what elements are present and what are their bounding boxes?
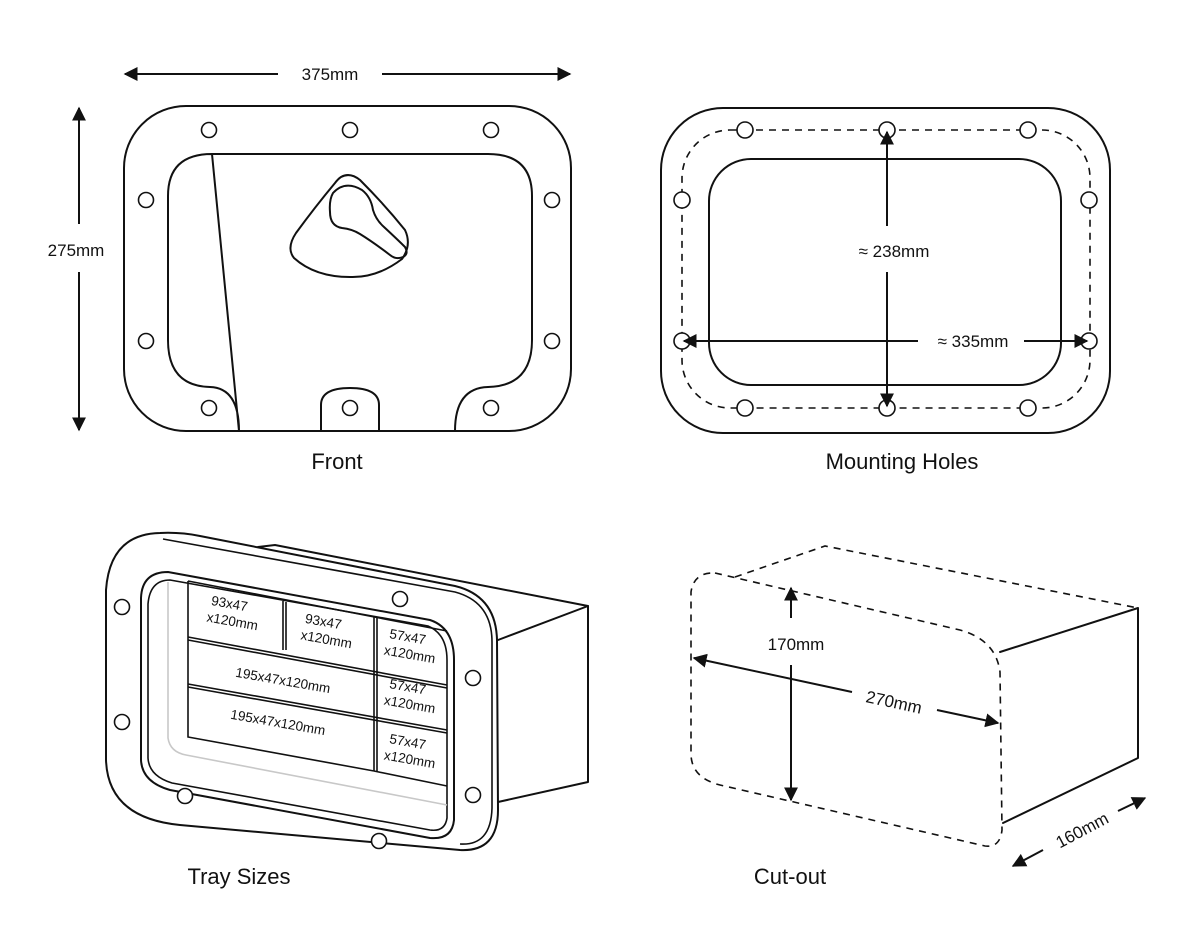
svg-text:x120mm: x120mm bbox=[383, 748, 437, 772]
tray-holes bbox=[113, 590, 482, 850]
tray-compartment-1: 93x47 x120mm bbox=[300, 611, 354, 651]
cutout-depth-arrow-left bbox=[1011, 849, 1044, 867]
cutout-width-arrow-left bbox=[692, 653, 853, 693]
tray-outer-flange bbox=[105, 531, 499, 852]
svg-text:x120mm: x120mm bbox=[383, 693, 437, 717]
front-width-label: 375mm bbox=[302, 65, 359, 84]
latch-handle-icon bbox=[289, 174, 409, 279]
tray-inner-recess bbox=[140, 571, 455, 840]
mounting-holes-view: ≈ 238mm ≈ 335mm Mounting Holes bbox=[660, 107, 1111, 474]
svg-text:x120mm: x120mm bbox=[383, 643, 437, 667]
svg-text:195x47x120mm: 195x47x120mm bbox=[229, 707, 326, 738]
front-height-label: 275mm bbox=[48, 241, 105, 260]
svg-text:57x47: 57x47 bbox=[388, 676, 427, 697]
cut-out-caption: Cut-out bbox=[754, 864, 826, 889]
svg-text:x120mm: x120mm bbox=[300, 627, 354, 651]
tray-shadow-line bbox=[167, 582, 448, 806]
tray-compartment-0: 93x47 x120mm bbox=[206, 593, 260, 634]
cut-out-view: 170mm 270mm 160mm Cut-out bbox=[690, 545, 1147, 889]
tray-compartment-grid bbox=[187, 580, 448, 787]
svg-text:57x47: 57x47 bbox=[388, 626, 427, 647]
cutout-height-label: 170mm bbox=[768, 635, 825, 654]
front-inner-recess bbox=[167, 153, 533, 432]
horizontal-spacing-label: ≈ 335mm bbox=[938, 332, 1009, 351]
svg-text:93x47: 93x47 bbox=[304, 611, 343, 632]
svg-text:x120mm: x120mm bbox=[206, 610, 260, 634]
tray-box-edge bbox=[497, 605, 589, 641]
mounting-holes-caption: Mounting Holes bbox=[826, 449, 979, 474]
cutout-side-face bbox=[999, 607, 1139, 824]
tray-compartment-6: 57x47 x120mm bbox=[383, 731, 437, 772]
tray-sizes-caption: Tray Sizes bbox=[187, 864, 290, 889]
front-holes bbox=[137, 121, 561, 417]
cutout-depth-label: 160mm bbox=[1053, 809, 1112, 852]
mounting-holes bbox=[673, 121, 1098, 417]
tray-flange-lip bbox=[162, 538, 493, 845]
cutout-width-label: 270mm bbox=[864, 687, 923, 717]
vertical-spacing-label: ≈ 238mm bbox=[859, 242, 930, 261]
front-caption: Front bbox=[311, 449, 362, 474]
tray-compartment-5: 195x47x120mm bbox=[229, 707, 326, 738]
mounting-outer-flange bbox=[660, 107, 1111, 434]
tray-inner-lip bbox=[147, 579, 448, 832]
tray-compartment-3: 195x47x120mm bbox=[234, 665, 331, 696]
svg-text:57x47: 57x47 bbox=[388, 731, 427, 752]
cutout-front-face bbox=[690, 572, 1003, 847]
tray-compartment-2: 57x47 x120mm bbox=[383, 626, 437, 667]
front-view: 375mm 275mm Front bbox=[48, 65, 572, 474]
svg-text:195x47x120mm: 195x47x120mm bbox=[234, 665, 331, 696]
cutout-depth-arrow-right bbox=[1117, 797, 1147, 812]
tray-sizes-view: 93x47 x120mm 93x47 x120mm 57x47 x120mm 1… bbox=[105, 531, 589, 889]
mounting-inner-recess bbox=[708, 158, 1062, 386]
cutout-width-arrow-right bbox=[936, 709, 1000, 728]
front-outer-flange bbox=[123, 105, 572, 432]
cutout-top-edge bbox=[734, 545, 1139, 609]
svg-text:93x47: 93x47 bbox=[210, 593, 249, 614]
